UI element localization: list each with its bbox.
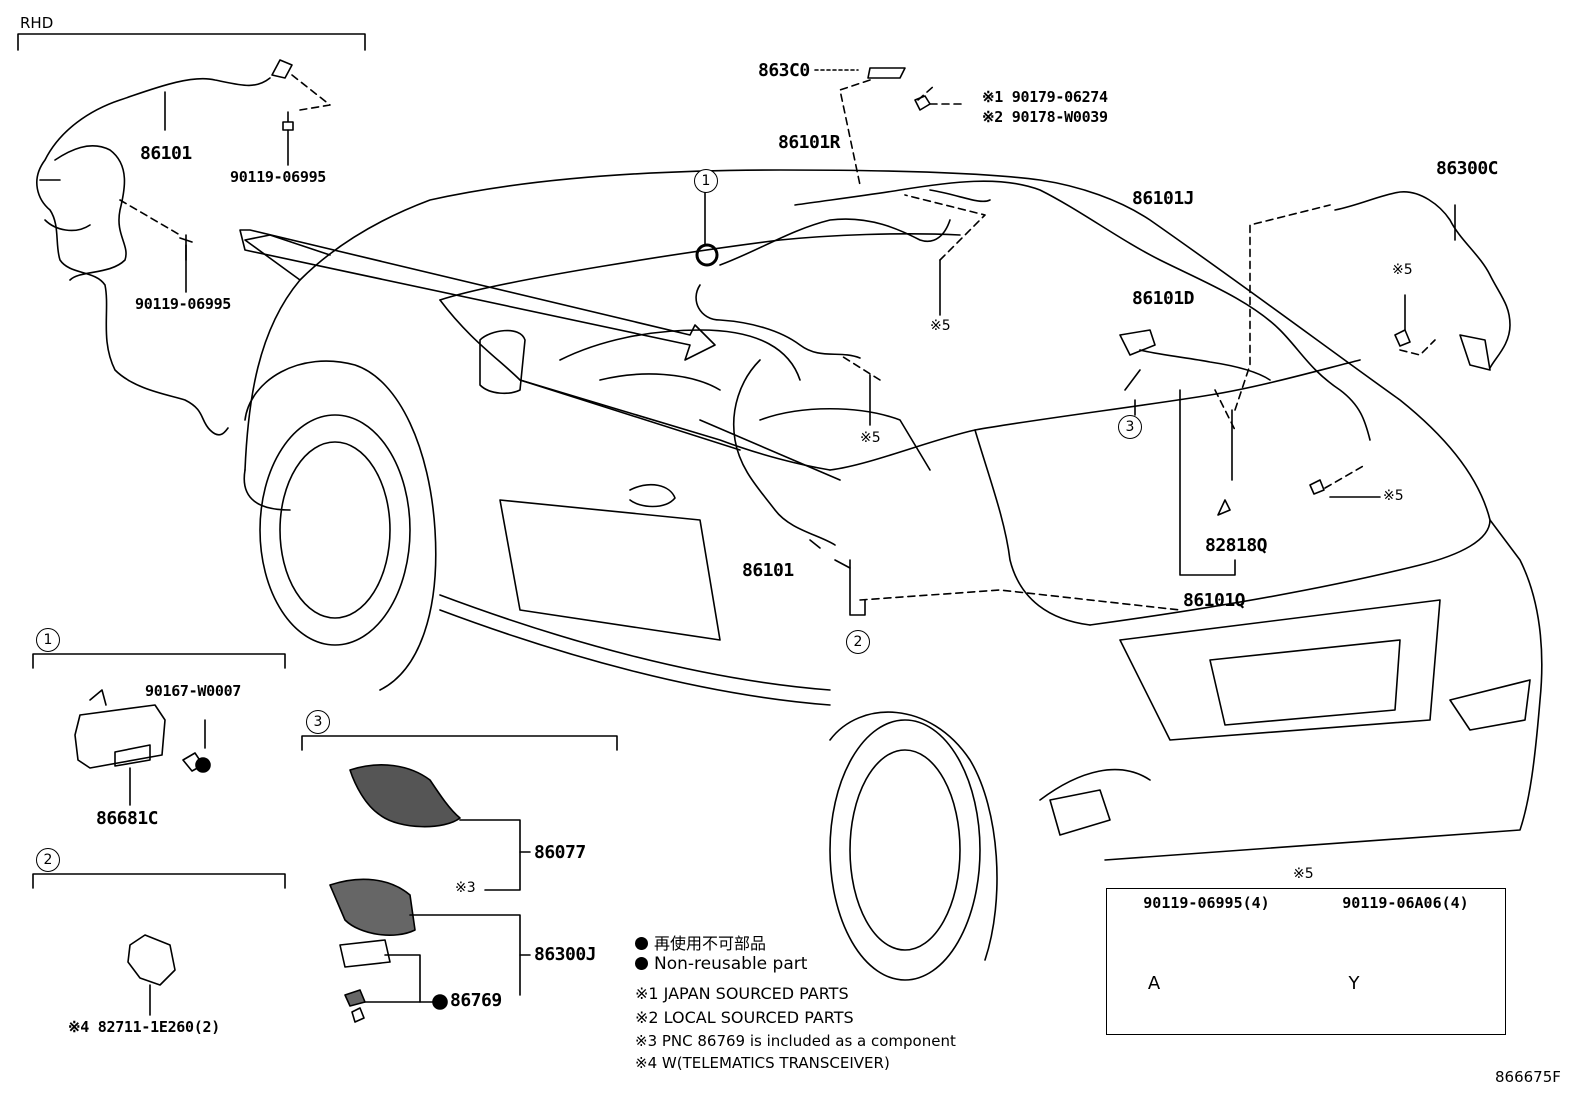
- legend-note3: ※3 PNC 86769 is included as a component: [635, 1032, 956, 1050]
- callout-1-detail: 1: [36, 628, 60, 652]
- part-86101Q: 86101Q: [1183, 590, 1246, 611]
- part-90119-06995-b: 90119-06995: [135, 295, 232, 313]
- rhd-bracket: [17, 33, 366, 51]
- part-863C0: 863C0: [758, 60, 810, 81]
- callout-1-main: 1: [694, 169, 718, 193]
- ref5-label-c: ※5: [860, 430, 881, 446]
- fastener-col2-header: 90119-06A06(4): [1342, 894, 1469, 912]
- fastener-table-title: ※5: [1293, 866, 1314, 882]
- part-90167-W0007: 90167-W0007: [145, 682, 242, 700]
- bolt-y-symbol: Y: [1348, 973, 1360, 994]
- part-82711: ※4 82711-1E260(2): [68, 1018, 220, 1036]
- callout-2-main: 2: [846, 630, 870, 654]
- part-86769: 86769: [450, 990, 502, 1011]
- rhd-harness: [36, 77, 271, 436]
- part-82818Q: 82818Q: [1205, 535, 1268, 556]
- antenna-harness: [1334, 191, 1511, 369]
- part-86681C: 86681C: [96, 808, 159, 829]
- fastener-table: 90119-06995(4) 90119-06A06(4) A Y: [1106, 888, 1506, 1035]
- car-body: [244, 169, 1543, 861]
- legend-non-reusable-en: Non-reusable part: [635, 954, 807, 974]
- antenna-assembly: [329, 878, 416, 936]
- group3-bracket: [301, 735, 618, 751]
- antenna-connector: [127, 934, 176, 986]
- figure-id: 866675F: [1495, 1068, 1561, 1086]
- part-note1: ※1 90179-06274: [982, 88, 1108, 106]
- region-label: RHD: [20, 14, 54, 32]
- bullet-icon: [635, 937, 648, 950]
- part-86300J: 86300J: [534, 944, 597, 965]
- callout-3-main: 3: [1118, 415, 1142, 439]
- ref5-label-d: ※5: [1383, 488, 1404, 504]
- group2-bracket: [32, 873, 286, 889]
- bullet-icon: [635, 957, 648, 970]
- callout-3-detail: 3: [306, 710, 330, 734]
- legend-note2: ※2 LOCAL SOURCED PARTS: [635, 1008, 854, 1027]
- legend-non-reusable-jp: 再使用不可部品: [635, 930, 766, 954]
- front-wheel: [259, 414, 411, 646]
- part-86101R: 86101R: [778, 132, 841, 153]
- telematics-ecu: [74, 704, 166, 769]
- part-86101-mid: 86101: [742, 560, 794, 581]
- part-86300C: 86300C: [1436, 158, 1499, 179]
- rear-wheel: [829, 719, 981, 981]
- ref5-label-b: ※5: [930, 318, 951, 334]
- part-86101-top: 86101: [140, 143, 192, 164]
- bolt-a-symbol: A: [1147, 973, 1161, 994]
- shark-fin-cover: [349, 764, 461, 828]
- group1-bracket: [32, 653, 286, 669]
- callout-2-detail: 2: [36, 848, 60, 872]
- ref3-label: ※3: [455, 880, 476, 896]
- direction-arrow: [239, 229, 716, 361]
- part-86101D: 86101D: [1132, 288, 1195, 309]
- ref5-label-a: ※5: [1392, 262, 1413, 278]
- legend-note4: ※4 W(TELEMATICS TRANSCEIVER): [635, 1054, 890, 1072]
- roof-harness: [794, 180, 1371, 441]
- legend-note1: ※1 JAPAN SOURCED PARTS: [635, 984, 849, 1003]
- part-86101J: 86101J: [1132, 188, 1195, 209]
- fastener-col1-header: 90119-06995(4): [1143, 894, 1270, 912]
- part-86077: 86077: [534, 842, 586, 863]
- part-note2: ※2 90178-W0039: [982, 108, 1108, 126]
- part-90119-06995-a: 90119-06995: [230, 168, 327, 186]
